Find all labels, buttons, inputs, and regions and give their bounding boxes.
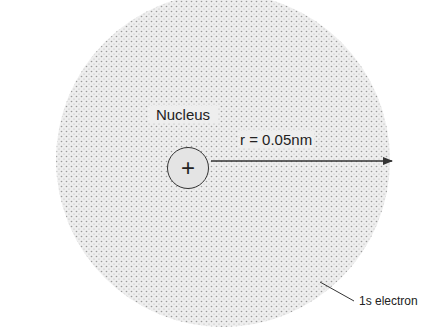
radius-arrow <box>211 160 392 161</box>
callout-label: 1s electron <box>357 294 420 308</box>
nucleus-node: Nucleus + <box>148 106 228 189</box>
leader-line <box>320 282 354 301</box>
radius-label: r = 0.05nm <box>238 131 314 148</box>
plus-sign: + <box>181 156 195 180</box>
nucleus-circle: + <box>167 147 209 189</box>
node-heading: Nucleus <box>148 106 218 123</box>
electron-cloud <box>56 0 390 327</box>
